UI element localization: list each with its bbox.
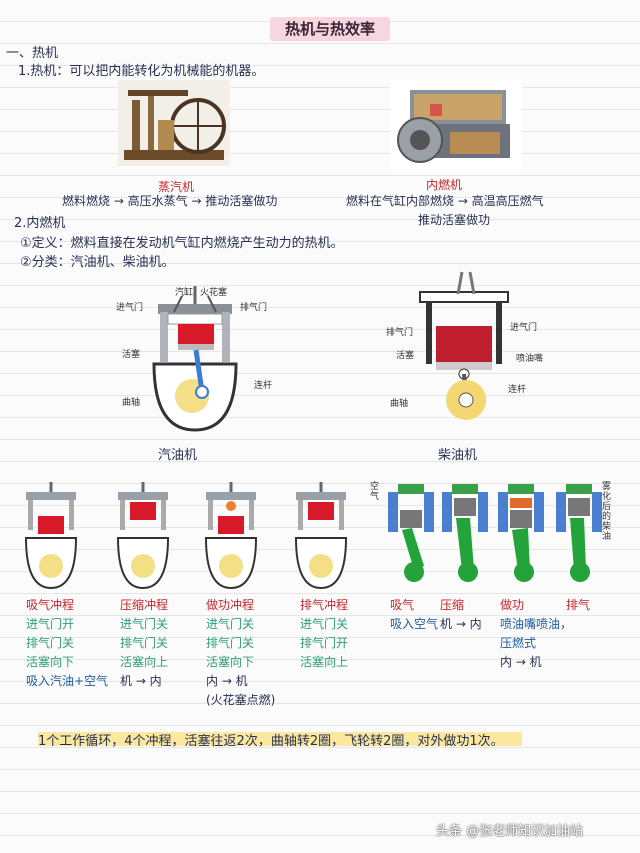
gas-intake-stroke-image: [24, 482, 78, 590]
combustion-engine-process-1: 燃料在气缸内部燃烧 → 高温高压燃气: [346, 194, 544, 208]
gas-power-stroke-image: [204, 482, 258, 590]
watermark: 头条 @张老师知识加油站: [436, 824, 584, 839]
gas-intake-notes: 吸气冲程 进气门开 排气门关 活塞向下 吸入汽油+空气: [26, 596, 108, 691]
diesel-power-line-4: 内 → 机: [500, 655, 542, 669]
gas-intake-line-2: 排气门关: [26, 636, 75, 650]
gas-intake-line-4: 吸入汽油+空气: [26, 674, 109, 688]
diesel-label-piston: 活塞: [396, 351, 415, 361]
gas-power-notes: 做功冲程 进气门关 排气门关 活塞向下 内 → 机 (火花塞点燃): [206, 596, 275, 710]
section-1-heading: 一、热机: [6, 46, 59, 61]
steam-engine-image: [118, 80, 230, 166]
gas-intake-name: 吸气冲程: [26, 598, 75, 612]
ice-definition: ①定义：燃料直接在发动机气缸内燃烧产生动力的热机。: [20, 236, 344, 251]
gas-power-line-4: 内 → 机: [206, 674, 248, 688]
combustion-engine-label: 内燃机: [426, 178, 463, 192]
gas-intake-line-1: 进气门开: [26, 617, 75, 631]
diesel-power-stroke-image: [498, 484, 544, 582]
diesel-engine-diagram: [419, 271, 509, 420]
cycle-summary: 1个工作循环，4个冲程，活塞往返2次，曲轴转2圈，飞轮转2圈，对外做功1次。: [38, 734, 504, 749]
label-intake-valve: 进气门: [116, 303, 144, 313]
gas-compression-line-1: 进气门关: [120, 617, 169, 631]
diesel-air-label: 空气: [370, 482, 380, 502]
diesel-engine-caption: 柴油机: [438, 448, 478, 463]
steam-engine-label: 蒸汽机: [158, 180, 195, 194]
gas-exhaust-line-2: 排气门开: [300, 636, 349, 650]
gas-compression-notes: 压缩冲程 进气门关 排气门关 活塞向上 机 → 内: [120, 596, 168, 691]
diesel-compression-notes: 压缩 机 → 内: [440, 596, 482, 634]
diesel-label-crankshaft: 曲轴: [390, 399, 409, 409]
gas-power-line-2: 排气门关: [206, 636, 255, 650]
diesel-intake-notes: 吸气 吸入空气: [390, 596, 438, 634]
gas-power-line-5: (火花塞点燃): [206, 693, 276, 707]
diesel-label-exhaust-valve: 排气门: [386, 328, 414, 338]
gasoline-engine-diagram: [152, 286, 238, 432]
label-crankshaft: 曲轴: [122, 398, 141, 408]
gas-power-line-3: 活塞向下: [206, 655, 255, 669]
diesel-exhaust-stroke-image: [556, 484, 602, 582]
diesel-compression-name: 压缩: [440, 598, 465, 612]
gas-compression-stroke-image: [116, 482, 170, 590]
gas-intake-line-3: 活塞向下: [26, 655, 75, 669]
gas-exhaust-stroke-image: [294, 482, 348, 590]
gas-compression-line-3: 活塞向上: [120, 655, 169, 669]
diesel-power-line-2: 压燃式: [500, 636, 537, 650]
gas-power-line-1: 进气门关: [206, 617, 255, 631]
gas-compression-line-4: 机 → 内: [120, 674, 162, 688]
diesel-fuel-label: 雾化后的柴油: [602, 482, 612, 542]
page-title: 热机与热效率: [270, 17, 390, 41]
label-piston: 活塞: [122, 350, 141, 360]
label-connecting-rod: 连杆: [254, 381, 273, 391]
gas-compression-line-2: 排气门关: [120, 636, 169, 650]
summary-highlight: [38, 728, 522, 748]
diesel-compression-line-3: 机 → 内: [440, 617, 482, 631]
diesel-power-name: 做功: [500, 598, 525, 612]
label-exhaust-valve: 排气门: [240, 303, 268, 313]
gas-exhaust-line-1: 进气门关: [300, 617, 349, 631]
heat-engine-definition: 1.热机：可以把内能转化为机械能的机器。: [18, 64, 265, 79]
label-cylinder: 汽缸: [175, 288, 194, 298]
gas-compression-name: 压缩冲程: [120, 598, 169, 612]
gas-exhaust-line-3: 活塞向上: [300, 655, 349, 669]
gas-exhaust-name: 排气冲程: [300, 598, 349, 612]
diesel-label-injector: 喷油嘴: [516, 354, 544, 364]
combustion-engine-process-2: 推动活塞做功: [418, 213, 491, 227]
gas-exhaust-notes: 排气冲程 进气门关 排气门开 活塞向上: [300, 596, 348, 672]
ice-types: ②分类：汽油机、柴油机。: [20, 255, 175, 270]
gasoline-engine-caption: 汽油机: [158, 448, 198, 463]
diesel-intake-stroke-image: [388, 484, 434, 582]
steam-engine-process: 燃料燃烧 → 高压水蒸气 → 推动活塞做功: [62, 194, 278, 208]
section-2-heading: 2.内燃机: [14, 216, 66, 231]
diesel-exhaust-notes: 排气: [566, 596, 590, 615]
diesel-intake-name: 吸气: [390, 598, 415, 612]
diesel-label-connecting-rod: 连杆: [508, 385, 527, 395]
diesel-intake-line-2: 吸入空气: [390, 617, 439, 631]
diesel-label-intake-valve: 进气门: [510, 323, 538, 333]
gas-power-name: 做功冲程: [206, 598, 255, 612]
diesel-exhaust-name: 排气: [566, 598, 591, 612]
diesel-power-notes: 做功 喷油嘴喷油， 压燃式 内 → 机: [500, 596, 572, 672]
combustion-engine-image: [390, 80, 522, 172]
diesel-power-line-1: 喷油嘴喷油，: [500, 617, 573, 631]
diesel-compression-stroke-image: [442, 484, 488, 582]
label-spark-plug: 火花塞: [200, 288, 228, 298]
